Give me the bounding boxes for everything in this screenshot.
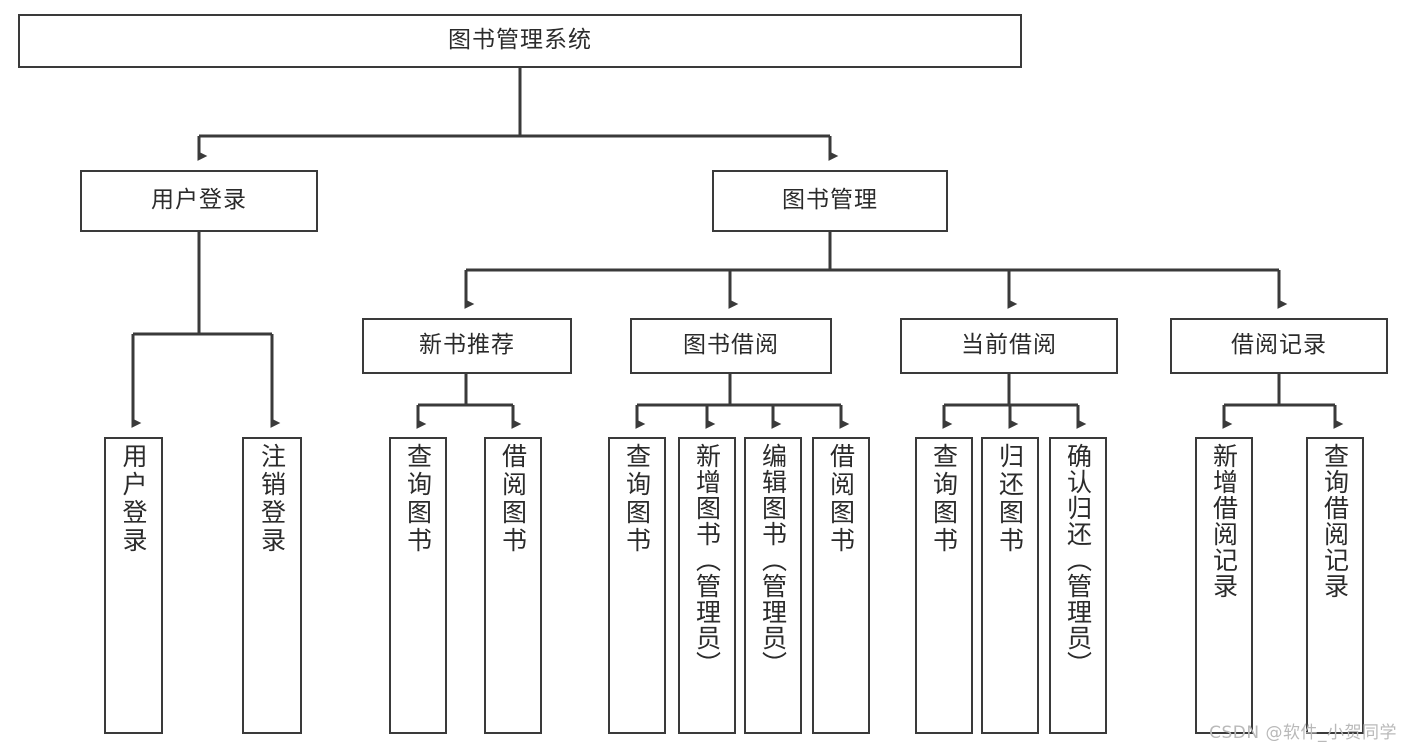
- node-root[interactable]: 图书管理系统: [18, 14, 1022, 68]
- node-leaf-add-record[interactable]: 新增借阅记录: [1195, 437, 1253, 734]
- node-leaf-user-login-label: 用户登录: [119, 443, 148, 555]
- node-leaf-borrow-book-1[interactable]: 借阅图书: [484, 437, 542, 734]
- node-leaf-query-book-1-label: 查询图书: [403, 443, 433, 555]
- node-leaf-query-book-3[interactable]: 查询图书: [915, 437, 973, 734]
- node-new-book-rec-label: 新书推荐: [419, 332, 515, 359]
- node-leaf-query-record-label: 查询借阅记录: [1320, 443, 1350, 599]
- node-book-manage-label: 图书管理: [782, 187, 878, 214]
- node-leaf-add-book[interactable]: 新增图书（管理员）: [678, 437, 736, 734]
- node-leaf-logout-label: 注销登录: [257, 443, 287, 555]
- node-leaf-logout[interactable]: 注销登录: [242, 437, 302, 734]
- node-leaf-edit-book-label: 编辑图书（管理员）: [758, 443, 788, 677]
- node-book-borrow[interactable]: 图书借阅: [630, 318, 832, 374]
- node-leaf-query-record[interactable]: 查询借阅记录: [1306, 437, 1364, 734]
- node-leaf-query-book-1[interactable]: 查询图书: [389, 437, 447, 734]
- node-new-book-rec[interactable]: 新书推荐: [362, 318, 572, 374]
- node-leaf-query-book-3-label: 查询图书: [929, 443, 959, 555]
- node-current-borrow-label: 当前借阅: [961, 332, 1057, 359]
- node-leaf-query-book-2-label: 查询图书: [622, 443, 652, 555]
- node-book-borrow-label: 图书借阅: [683, 332, 779, 359]
- node-leaf-add-book-label: 新增图书（管理员）: [692, 443, 722, 677]
- node-leaf-return-book-label: 归还图书: [995, 443, 1025, 555]
- node-user-login-label: 用户登录: [151, 187, 247, 214]
- node-user-login[interactable]: 用户登录: [80, 170, 318, 232]
- node-borrow-record[interactable]: 借阅记录: [1170, 318, 1388, 374]
- node-leaf-borrow-book-1-label: 借阅图书: [498, 443, 528, 555]
- node-leaf-user-login[interactable]: 用户登录: [104, 437, 163, 734]
- node-leaf-borrow-book-2[interactable]: 借阅图书: [812, 437, 870, 734]
- node-leaf-return-book[interactable]: 归还图书: [981, 437, 1039, 734]
- node-current-borrow[interactable]: 当前借阅: [900, 318, 1118, 374]
- node-leaf-confirm-return[interactable]: 确认归还（管理员）: [1049, 437, 1107, 734]
- node-root-label: 图书管理系统: [448, 27, 592, 54]
- csdn-watermark: CSDN @软件_小贺同学: [1209, 723, 1397, 743]
- node-leaf-add-record-label: 新增借阅记录: [1209, 443, 1239, 599]
- node-leaf-query-book-2[interactable]: 查询图书: [608, 437, 666, 734]
- node-leaf-edit-book[interactable]: 编辑图书（管理员）: [744, 437, 802, 734]
- node-leaf-borrow-book-2-label: 借阅图书: [826, 443, 856, 555]
- node-borrow-record-label: 借阅记录: [1231, 332, 1327, 359]
- node-leaf-confirm-return-label: 确认归还（管理员）: [1063, 443, 1093, 677]
- node-book-manage[interactable]: 图书管理: [712, 170, 948, 232]
